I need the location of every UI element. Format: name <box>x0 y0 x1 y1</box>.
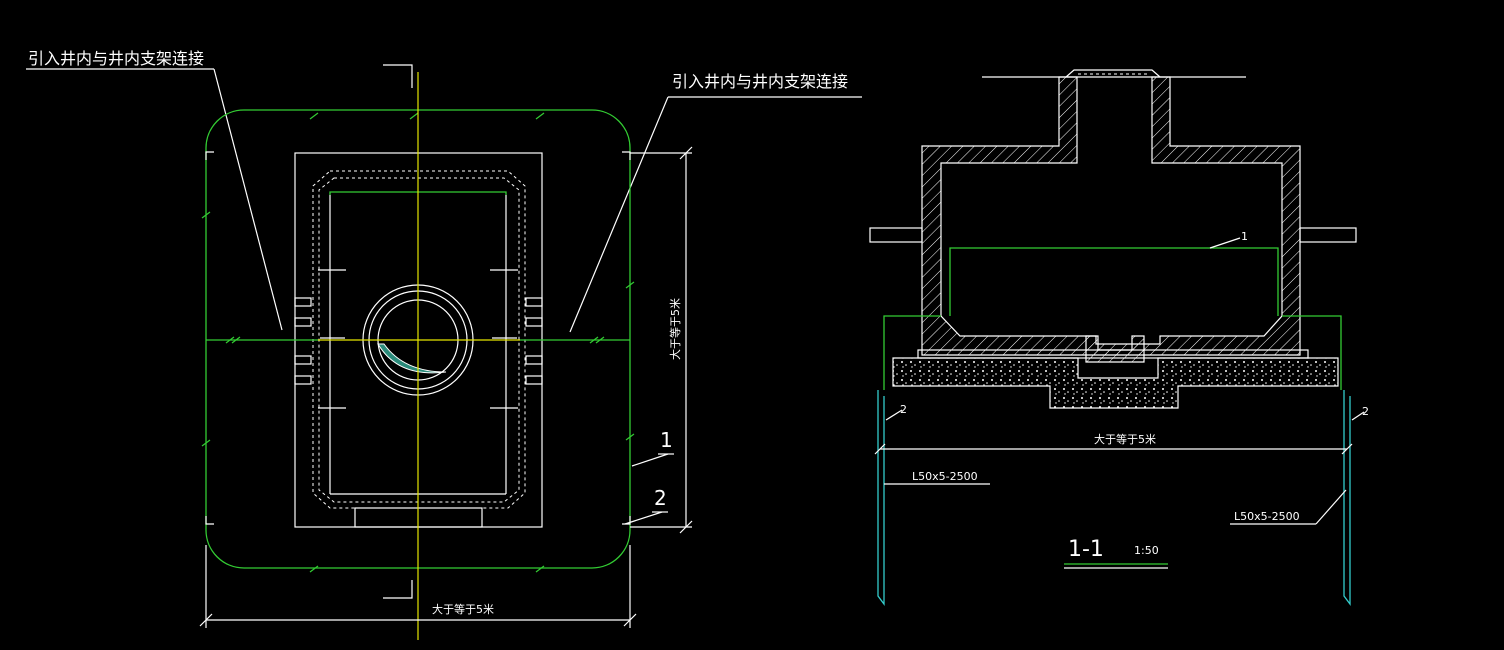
section-dimension: 大于等于5米 <box>874 432 1353 455</box>
vertical-dimension-text: 大于等于5米 <box>668 298 682 360</box>
section-dimension-text: 大于等于5米 <box>1094 432 1156 446</box>
section-label-2-right-leader <box>1351 411 1365 421</box>
sump-pit <box>1085 335 1145 363</box>
angle-right-text: L50x5-2500 <box>1234 510 1300 523</box>
manhole-sump-fill <box>377 343 447 374</box>
left-callout-leader <box>213 68 283 331</box>
plan-marker-1: 1 <box>631 428 674 467</box>
left-callout-text: 引入井内与井内支架连接 <box>28 49 204 68</box>
outer-grounding-right <box>1282 315 1342 390</box>
steel-angle-right <box>1343 390 1351 606</box>
well-inner-outline <box>312 170 526 509</box>
angle-right-leader <box>1315 489 1347 525</box>
well-concrete-wall <box>921 76 1301 356</box>
right-callout: 引入井内与井内支架连接 <box>569 72 862 333</box>
section-title: 1-1 1:50 <box>1064 537 1168 569</box>
section-cut-top <box>383 64 413 88</box>
vertical-dimension: 大于等于5米 <box>630 146 693 534</box>
base-slab <box>917 349 1309 359</box>
plan-view: 引入井内与井内支架连接 引入井内与井内支架连接 <box>26 49 862 640</box>
plan-marker-2: 2 <box>624 486 668 525</box>
right-callout-text: 引入井内与井内支架连接 <box>672 72 848 91</box>
steel-angle-left <box>877 390 885 606</box>
section-label-2-right: 2 <box>1362 405 1369 418</box>
right-callout-leader <box>569 96 669 333</box>
outer-grounding-left <box>883 315 941 390</box>
wall-brackets <box>294 269 543 409</box>
inner-grounding-ring <box>949 247 1279 316</box>
horizontal-dimension-text: 大于等于5米 <box>432 602 494 616</box>
section-title-text: 1-1 <box>1068 537 1104 562</box>
inlet-pipe-right <box>1299 227 1357 243</box>
section-view: 1 2 2 大于等于5米 L50x5-2500 L50x5-2500 1-1 1… <box>869 69 1369 606</box>
section-scale-text: 1:50 <box>1134 544 1159 557</box>
well-inner-outline-2 <box>318 177 520 503</box>
section-cut-bottom <box>383 580 413 599</box>
inlet-pipe-left <box>869 227 923 243</box>
plan-marker-2-text: 2 <box>654 486 667 510</box>
section-label-1-leader <box>1209 237 1241 249</box>
angle-left-text: L50x5-2500 <box>912 470 978 483</box>
manhole-cover <box>1065 69 1161 78</box>
horizontal-dimension: 大于等于5米 <box>199 545 637 628</box>
section-label-2-left-leader <box>885 409 903 421</box>
gravel-foundation <box>892 357 1339 409</box>
section-label-1: 1 <box>1241 230 1248 243</box>
left-callout: 引入井内与井内支架连接 <box>26 49 283 331</box>
section-label-2-left: 2 <box>900 403 907 416</box>
corner-brackets <box>205 151 631 525</box>
plan-marker-1-text: 1 <box>660 428 673 452</box>
